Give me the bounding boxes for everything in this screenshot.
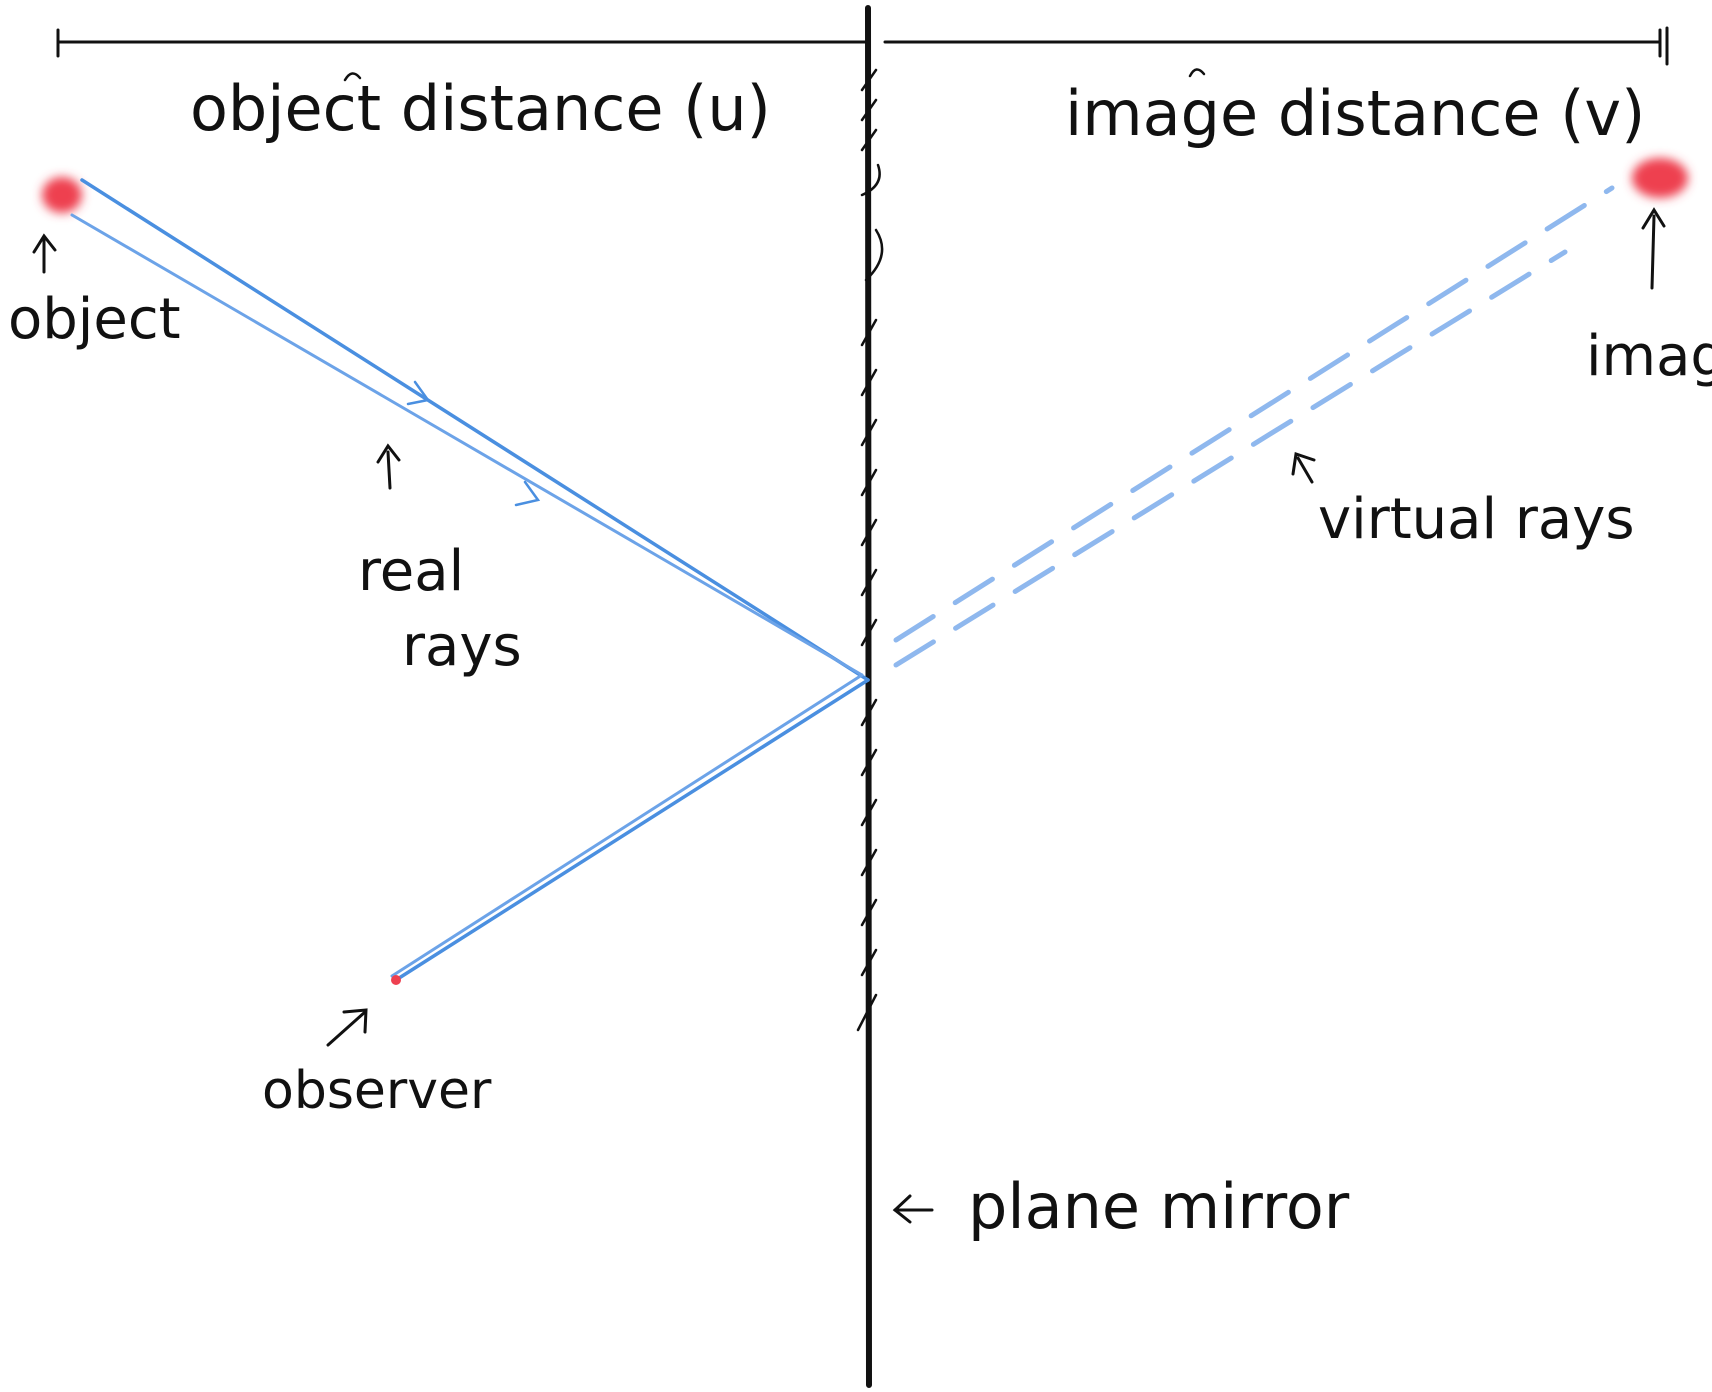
- virtual-rays-label: virtual rays: [1318, 487, 1635, 552]
- observer-point: [391, 975, 401, 985]
- image-arrow: [1641, 207, 1666, 290]
- real-rays-arrow: [376, 443, 401, 490]
- observer-arrow: [326, 1008, 368, 1047]
- plane-mirror-label: plane mirror: [968, 1170, 1350, 1243]
- virtual-rays-arrow: [1291, 452, 1316, 484]
- virtual-rays: [893, 185, 1615, 668]
- object-label: object: [8, 287, 181, 352]
- image-point: [1632, 158, 1688, 198]
- real-rays: [70, 178, 870, 982]
- mirror-hatching: [856, 68, 884, 1032]
- image-label: image: [1586, 324, 1712, 389]
- plane-mirror: [865, 5, 872, 1388]
- object-distance-measure: [56, 28, 867, 58]
- image-distance-measure: [883, 26, 1669, 66]
- object-arrow: [32, 233, 57, 274]
- plane-mirror-arrow: [892, 1194, 934, 1224]
- real-rays-label-line2: rays: [402, 614, 522, 679]
- image-distance-caret: [1188, 68, 1206, 78]
- object-distance-caret: [343, 72, 362, 82]
- observer-label: observer: [262, 1061, 492, 1121]
- object-distance-label: object distance (u): [190, 72, 771, 145]
- real-rays-label-line1: real: [358, 539, 464, 604]
- image-distance-label: image distance (v): [1065, 77, 1645, 150]
- object-point: [42, 177, 82, 213]
- ray-direction-arrows: [406, 380, 541, 507]
